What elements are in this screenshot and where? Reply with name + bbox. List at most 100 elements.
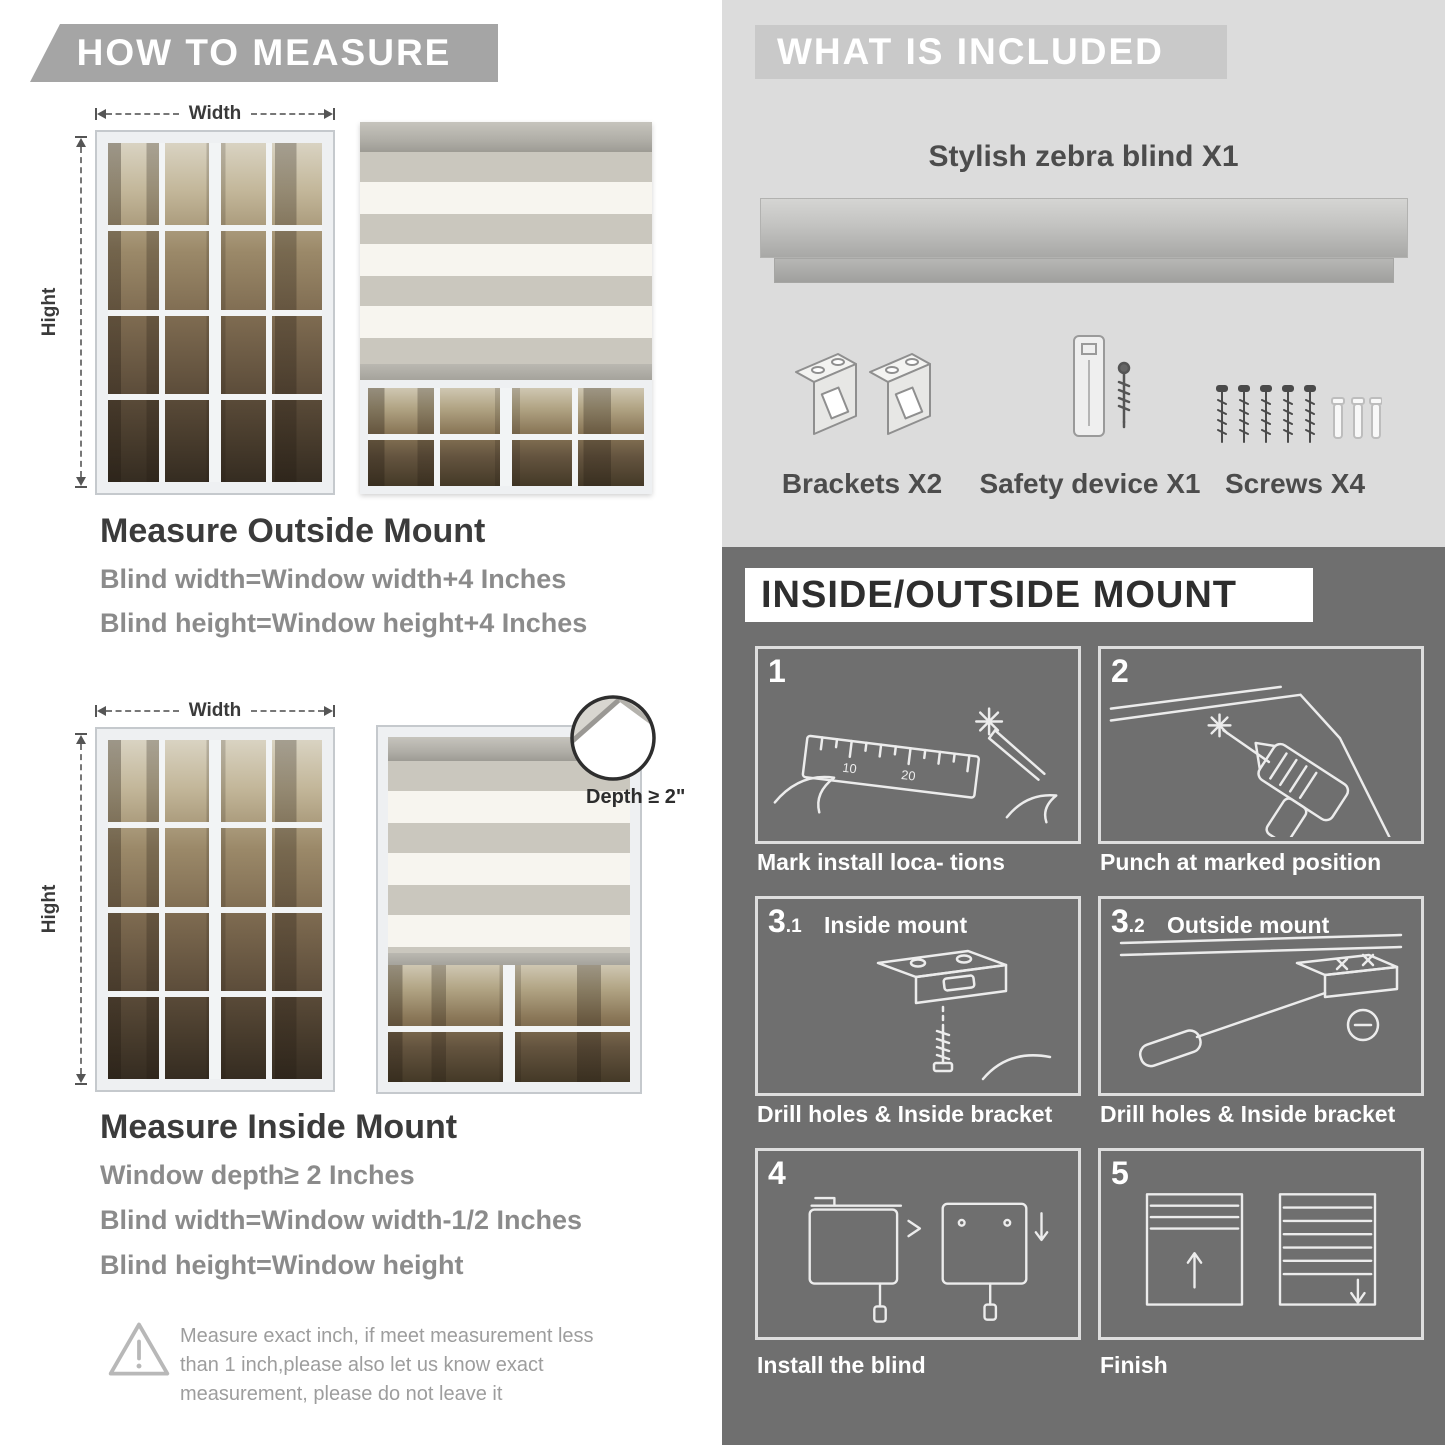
width-arrow-outside: Width — [95, 103, 335, 124]
window-muntin — [108, 309, 322, 316]
drill-illustration — [1109, 685, 1391, 837]
arrowhead-left-icon — [97, 706, 106, 716]
product-label: Stylish zebra blind X1 — [928, 140, 1239, 173]
outside-mount-line-2: Blind height=Window height+4 Inches — [100, 608, 588, 638]
dashed-line — [251, 710, 324, 712]
step-panel-1: 1 — [755, 646, 1081, 844]
height-label: Hight — [39, 884, 60, 934]
svg-text:20: 20 — [900, 767, 916, 784]
blind-bottomrail — [388, 953, 630, 965]
blind-stripes — [388, 761, 630, 953]
step-panel-5: 5 — [1098, 1148, 1424, 1340]
arrowhead-down-icon — [76, 477, 86, 486]
arrowhead-right-icon — [324, 109, 333, 119]
dashed-line — [74, 136, 88, 488]
what-is-included-banner: WHAT IS INCLUDED — [755, 25, 1227, 79]
inside-bracket-illustration — [876, 949, 1052, 1081]
dashed-line — [80, 744, 82, 1074]
window-below-blind — [360, 380, 652, 494]
outside-mount-line-1: Blind width=Window width+4 Inches — [100, 564, 567, 594]
arrow-tick — [95, 108, 97, 120]
window-muntin — [388, 1026, 630, 1033]
inside-mount-line-3: Blind height=Window height — [100, 1250, 464, 1280]
brackets-icon — [795, 353, 931, 435]
safety-device-label: Safety device X1 — [979, 468, 1201, 499]
dashed-line — [251, 113, 324, 115]
height-arrow-outside: Hight — [39, 136, 90, 488]
blind-bottomrail — [360, 364, 652, 380]
screws-icon — [1216, 385, 1382, 443]
step-number: 1 — [768, 653, 786, 689]
outside-bracket-illustration — [1119, 933, 1403, 1068]
arrowhead-down-icon — [76, 1074, 86, 1083]
arrowhead-left-icon — [97, 109, 106, 119]
window-illustration-inside — [95, 727, 335, 1092]
step-caption-3-2: Drill holes & Inside bracket — [1100, 1101, 1396, 1127]
mount-section: INSIDE/OUTSIDE MOUNT 1 — [722, 547, 1445, 1445]
dashed-line — [80, 147, 82, 477]
brackets-label: Brackets X2 — [781, 468, 943, 499]
window-muntin — [368, 434, 644, 440]
finished-blinds-illustration — [1145, 1193, 1377, 1306]
window-muntin — [108, 224, 322, 231]
depth-magnifier-icon — [570, 695, 656, 781]
step-number: 2 — [1111, 653, 1129, 689]
step-panel-4: 4 — [755, 1148, 1081, 1340]
step-caption-5: Finish — [1100, 1352, 1168, 1378]
depth-callout: Depth ≥ 2" — [586, 786, 686, 808]
safety-device-icon — [1073, 335, 1131, 437]
step-number: 3.2 — [1111, 903, 1145, 939]
step-title: Inside mount — [824, 912, 968, 938]
window-photo — [388, 965, 630, 1082]
warning-triangle-icon — [108, 1322, 170, 1376]
screws-label: Screws X4 — [1224, 468, 1366, 499]
how-to-measure-banner: HOW TO MEASURE — [30, 24, 498, 82]
measure-note: Measure exact inch, if meet measurement … — [180, 1325, 594, 1405]
window-muntin — [108, 821, 322, 828]
arrow-tick — [75, 1083, 87, 1085]
step-caption-4: Install the blind — [757, 1352, 926, 1378]
step-number: 3.1 — [768, 903, 802, 939]
arrow-tick — [95, 705, 97, 717]
svg-text:10: 10 — [842, 760, 858, 777]
step-panel-3-2: 3.2 Outside mount — [1098, 896, 1424, 1096]
step-caption-1: Mark install loca- tions — [757, 849, 1005, 875]
zebra-blind-outside-illustration — [360, 122, 652, 494]
mount-title: INSIDE/OUTSIDE MOUNT — [761, 573, 1238, 616]
inside-mount-title: Measure Inside Mount — [100, 1108, 458, 1146]
step-caption-3-1: Drill holes & Inside bracket — [757, 1101, 1053, 1127]
arrowhead-up-icon — [76, 138, 86, 147]
inside-mount-line-1: Window depth≥ 2 Inches — [100, 1160, 415, 1190]
step-title: Outside mount — [1167, 912, 1330, 938]
width-label: Width — [188, 103, 242, 124]
outside-mount-title: Measure Outside Mount — [100, 512, 486, 550]
arrowhead-right-icon — [324, 706, 333, 716]
blind-headrail — [360, 122, 652, 152]
what-is-included-section: WHAT IS INCLUDED Stylish zebra blind X1 — [722, 0, 1445, 547]
step-number: 4 — [768, 1155, 786, 1191]
ruler-marking-illustration: 10 20 — [773, 707, 1058, 824]
window-photo — [108, 143, 322, 482]
step-panel-2: 2 — [1098, 646, 1424, 844]
window-photo — [368, 388, 644, 486]
inside-mount-line-2: Blind width=Window width-1/2 Inches — [100, 1205, 583, 1235]
dashed-line — [106, 710, 179, 712]
height-arrow-inside: Hight — [39, 733, 90, 1085]
dashed-line — [74, 733, 88, 1085]
arrow-tick — [75, 136, 87, 138]
window-illustration-outside — [95, 130, 335, 495]
how-to-measure-title: HOW TO MEASURE — [76, 32, 452, 73]
arrow-tick — [75, 733, 87, 735]
blind-headrail-lip — [774, 258, 1394, 283]
arrow-tick — [333, 108, 335, 120]
install-blind-illustration — [808, 1196, 1049, 1323]
mount-banner: INSIDE/OUTSIDE MOUNT — [745, 568, 1313, 622]
width-label: Width — [188, 700, 242, 721]
window-center-bar — [503, 965, 515, 1082]
arrowhead-up-icon — [76, 735, 86, 744]
step-caption-2: Punch at marked position — [1100, 849, 1382, 875]
window-muntin — [108, 394, 322, 401]
blind-headrail-illustration — [760, 198, 1408, 258]
step-number: 5 — [1111, 1155, 1129, 1191]
